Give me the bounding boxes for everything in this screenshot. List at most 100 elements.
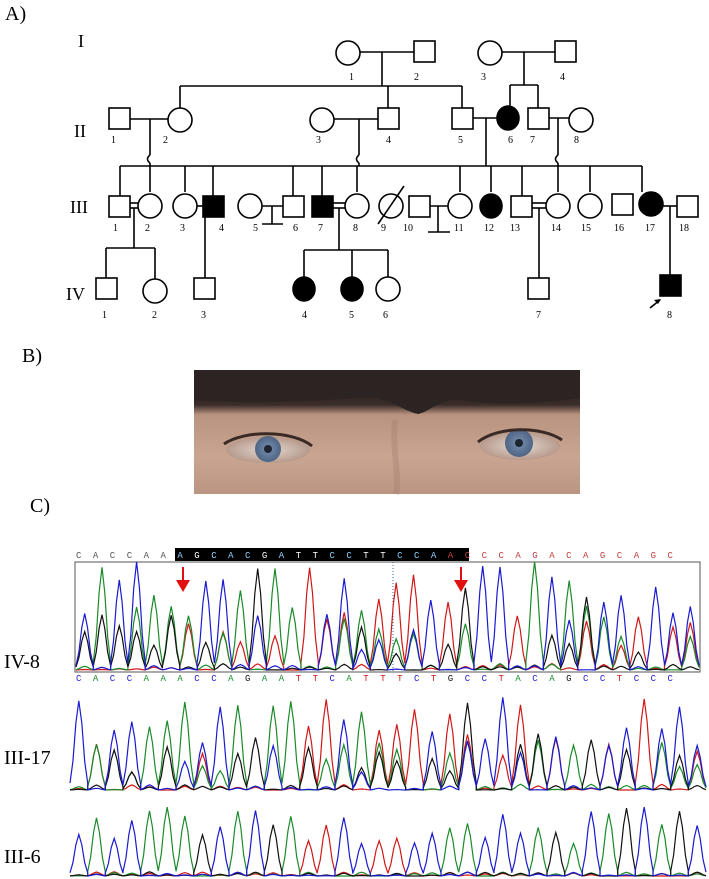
label-iii-7: 7 [318,223,323,234]
trace-channel-g [75,568,700,671]
sample-base-1: C [76,674,82,684]
sample-base-20: T [397,674,403,684]
trace-channel-a [69,806,707,877]
trace-channel-c [75,561,700,671]
label-iii-13: 13 [510,223,520,234]
reference-base-27: A [515,551,521,561]
reference-base-29: A [549,551,555,561]
individual-iv-7 [527,277,550,300]
reference-base-23: A [448,551,454,561]
sample-base-34: C [634,674,640,684]
sample-base-25: C [482,674,488,684]
mutation-arrow-icon [176,567,190,592]
reference-base-13: A [279,551,285,561]
reference-base-24: C [465,551,471,561]
sample-base-10: A [228,674,234,684]
individual-i-2 [413,40,436,63]
sample-base-14: T [296,674,302,684]
reference-base-21: C [414,551,420,561]
individual-iii-18 [676,195,699,218]
label-ii-4: 4 [386,135,391,146]
sample-base-17: A [346,674,352,684]
sample-base-7: A [177,674,183,684]
label-i-4: 4 [560,72,565,83]
label-iv-4: 4 [302,310,307,321]
label-iii-17: 17 [645,223,655,234]
chromatogram-trace-iii-17 [69,697,707,791]
reference-base-32: G [600,551,605,561]
reference-base-33: C [617,551,623,561]
trace-channel-a [69,701,707,791]
sample-base-3: C [110,674,116,684]
individual-iii-8 [344,193,370,219]
patient-eyes-photo [194,370,580,495]
trace-label-iii-6: III-6 [4,846,41,868]
sample-base-21: C [414,674,420,684]
individual-iii-14 [545,193,571,219]
reference-base-7: A [177,551,183,561]
label-iii-12: 12 [484,223,494,234]
individual-iii-11 [447,193,473,219]
label-i-2: 2 [414,72,419,83]
trace-channel-c [69,806,707,877]
sample-base-19: T [380,674,386,684]
individual-iii-1 [108,195,131,218]
reference-base-14: T [296,551,302,561]
label-iii-16: 16 [614,223,624,234]
reference-base-15: T [313,551,319,561]
reference-base-12: G [262,551,267,561]
individual-iv-1 [95,277,118,300]
label-ii-1: 1 [111,135,116,146]
individual-iv-6 [375,276,401,302]
individual-ii-4 [377,107,400,130]
label-iv-7: 7 [536,310,541,321]
reference-base-17: C [346,551,352,561]
sample-base-26: T [499,674,505,684]
individual-iv-4-affected [292,276,316,302]
label-ii-3: 3 [316,135,321,146]
sample-base-36: C [668,674,674,684]
individual-ii-8 [568,107,594,133]
sample-base-23: G [448,674,453,684]
label-iv-1: 1 [102,310,107,321]
trace-channel-g [69,702,707,791]
label-iii-11: 11 [454,223,464,234]
trace-channel-t [69,824,707,877]
label-ii-7: 7 [530,135,535,146]
individual-iii-17-affected [638,191,664,217]
chromatogram-frame [74,561,701,673]
generation-label-i: I [78,31,84,51]
reference-base-2: A [93,551,99,561]
individual-iii-13 [510,195,533,218]
reference-base-36: C [668,551,674,561]
reference-base-28: G [532,551,537,561]
label-ii-8: 8 [574,135,579,146]
sample-base-8: C [194,674,200,684]
trace-channel-t [69,698,707,791]
label-iii-6: 6 [293,223,298,234]
trace-label-iv-8: IV-8 [4,651,40,673]
sample-base-33: T [617,674,623,684]
reference-base-16: C [330,551,336,561]
reference-base-19: T [380,551,386,561]
label-iv-3: 3 [201,310,206,321]
label-iii-5: 5 [253,223,258,234]
label-iii-14: 14 [551,223,561,234]
label-iii-2: 2 [145,223,150,234]
sample-base-4: C [127,674,133,684]
sample-base-30: G [566,674,571,684]
sample-base-2: A [93,674,99,684]
reference-base-18: T [363,551,369,561]
individual-ii-6-affected [496,105,520,131]
reference-base-35: G [651,551,656,561]
label-ii-2: 2 [163,135,168,146]
reference-base-20: C [397,551,403,561]
panel-label-c: C) [30,495,50,517]
label-iv-8: 8 [667,310,672,321]
trace-channel-c [69,697,707,791]
label-iii-9: 9 [381,223,386,234]
label-iii-4: 4 [219,223,224,234]
reference-base-10: A [228,551,234,561]
label-iii-18: 18 [679,223,689,234]
